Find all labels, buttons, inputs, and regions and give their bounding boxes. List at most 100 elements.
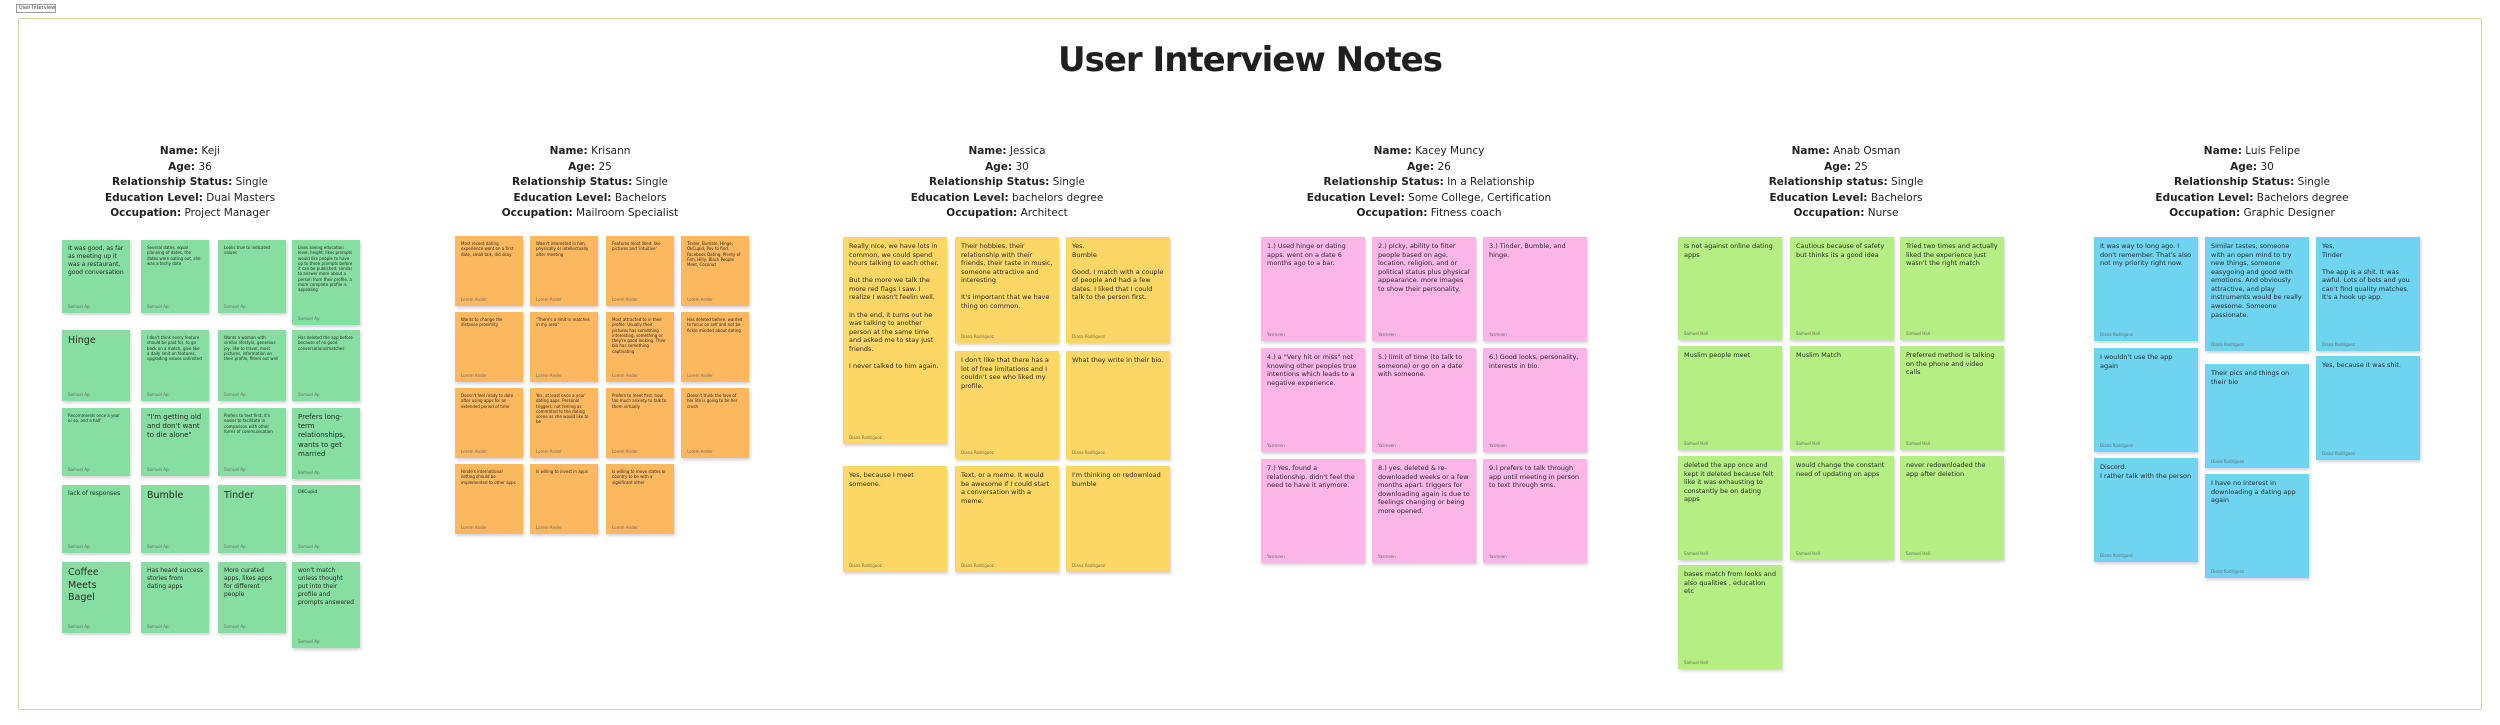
sticky-note[interactable]: 4.) a "Very hit or miss" not knowing oth… <box>1261 348 1365 452</box>
sticky-note[interactable]: Has heard success stories from dating ap… <box>141 562 209 633</box>
persona-field: Age: 25 <box>425 160 755 176</box>
sticky-note[interactable]: Yes, at least once a year dating apps. P… <box>530 388 598 458</box>
persona-field-label: Name: <box>549 145 588 157</box>
sticky-note[interactable]: Doesn't think the love of her life is go… <box>681 388 749 458</box>
sticky-note-text: 9.) prefers to talk through app until me… <box>1489 464 1580 490</box>
sticky-note[interactable]: It was good, as far as meeting up it was… <box>62 240 130 313</box>
sticky-note-author: Samuel Ap <box>68 467 90 472</box>
sticky-note[interactable]: Has deleted the app before because of no… <box>292 330 360 401</box>
sticky-note[interactable]: It was way to long ago. I don't remember… <box>2094 237 2198 341</box>
sticky-note[interactable]: Cautious because of safety but thinks it… <box>1790 237 1894 340</box>
sticky-note[interactable]: Really nice, we have lots in common, we … <box>843 237 947 444</box>
sticky-note-text: I have no interest in downloading a dati… <box>2211 479 2296 505</box>
sticky-note[interactable]: More curated apps, likes apps for differ… <box>218 562 286 633</box>
sticky-note[interactable]: won't match unless thought put into thei… <box>292 562 360 648</box>
sticky-note[interactable]: Most recent dating experience went on a … <box>455 236 523 306</box>
sticky-note[interactable]: Hinde's international setting should be … <box>455 464 523 534</box>
sticky-note[interactable]: deleted the app once and kept it deleted… <box>1678 456 1782 560</box>
persona-field: Relationship Status: Single <box>425 175 755 191</box>
sticky-note-author: Lorem Ander <box>687 373 713 378</box>
sticky-note[interactable]: 8.) yes, deleted & re-downloaded weeks o… <box>1372 459 1476 563</box>
sticky-note-author: Samuel Ap <box>147 304 169 309</box>
persona-field-label: Education Level: <box>1306 191 1405 204</box>
sticky-note[interactable]: Their hobbies, their relationship with t… <box>955 237 1059 343</box>
persona-field-value: 25 <box>1851 160 1868 173</box>
sticky-note[interactable]: 9.) prefers to talk through app until me… <box>1483 459 1587 563</box>
sticky-note[interactable]: Is willing to move states or country to … <box>606 464 674 534</box>
sticky-note-author: Lorem Ander <box>461 373 487 378</box>
sticky-note[interactable]: 7.) Yes, found a relationship. didn't fe… <box>1261 459 1365 563</box>
sticky-note-author: Samuel Ap <box>298 544 320 549</box>
sticky-note[interactable]: 3.) Tinder, Bumble, and hinge.Yasmeen <box>1483 237 1587 341</box>
sticky-note[interactable]: Yes, because it was shit.Diana Rodriguez <box>2316 356 2420 460</box>
sticky-note[interactable]: "I'm getting old and don't want to die a… <box>141 408 209 476</box>
sticky-note[interactable]: Has deleted before, wanted to focus on s… <box>681 312 749 382</box>
sticky-note[interactable]: would change the constant need of updati… <box>1790 456 1894 560</box>
persona-field-label: Relationship Status: <box>512 176 633 188</box>
sticky-note-author: Yasmeen <box>1378 554 1396 559</box>
sticky-note[interactable]: Tinder, Bumble, Hinge, OkCupid, Pov to f… <box>681 236 749 306</box>
sticky-note[interactable]: Wants a woman with similar lifestyle, ge… <box>218 330 286 401</box>
sticky-note-text: Muslim people meet <box>1684 351 1751 359</box>
sticky-note[interactable]: Text, or a meme. It would be awesome if … <box>955 466 1059 572</box>
sticky-note-text: Hinde's international setting should be … <box>461 469 516 485</box>
sticky-note[interactable]: Doesn't feel ready to date after using a… <box>455 388 523 458</box>
sticky-note[interactable]: Wasn't interested in him, physically or … <box>530 236 598 306</box>
sticky-note-text: Likes seeing education level, height, li… <box>298 245 353 293</box>
sticky-note[interactable]: Yes, Tinder The app is a shit. It was aw… <box>2316 237 2420 351</box>
sticky-note[interactable]: I don't think every feature should be pa… <box>141 330 209 401</box>
sticky-note-author: Lorem Ander <box>461 449 487 454</box>
sticky-note[interactable]: "There's a limit in matches in my area"L… <box>530 312 598 382</box>
persona-field-value: Single <box>1887 176 1924 188</box>
sticky-note[interactable]: 1.) Used hinge or dating apps. went on a… <box>1261 237 1365 341</box>
sticky-note-author: Yasmeen <box>1267 332 1285 337</box>
sticky-note[interactable]: Recommends once a year or so, and a half… <box>62 408 130 476</box>
sticky-note[interactable]: What they write in their bio.Diana Rodri… <box>1066 351 1170 459</box>
sticky-note[interactable]: Prefers long-term relationships, wants t… <box>292 408 360 479</box>
persona-field-value: Single <box>232 176 268 188</box>
sticky-note[interactable]: Prefers to text first, it's easier to fa… <box>218 408 286 476</box>
sticky-note[interactable]: Features most liked: like pictures and '… <box>606 236 674 306</box>
sticky-note[interactable]: Similar tastes, someone with an open min… <box>2205 237 2309 351</box>
sticky-note[interactable]: I have no interest in downloading a dati… <box>2205 474 2309 578</box>
persona-field: Relationship status: Single <box>1681 175 2011 191</box>
persona-field: Occupation: Architect <box>842 206 1172 222</box>
sticky-note[interactable]: 5.) limit of time (to talk to someone) o… <box>1372 348 1476 452</box>
sticky-note[interactable]: Likes seeing education level, height, li… <box>292 240 360 325</box>
sticky-note-author: Samuel Ap <box>224 624 246 629</box>
sticky-note[interactable]: Preferred method is talking on the phone… <box>1900 346 2004 450</box>
sticky-note[interactable]: 6.) Good looks, personality, interests i… <box>1483 348 1587 452</box>
sticky-note-author: Diana Rodriguez <box>2211 459 2244 464</box>
persona-field: Occupation: Graphic Designer <box>2087 206 2417 222</box>
sticky-note[interactable]: I don't like that there has a lot of fre… <box>955 351 1059 459</box>
sticky-note[interactable]: Prefers to meet first, how too much anxi… <box>606 388 674 458</box>
sticky-note[interactable]: Most attracted to in their profile: Usua… <box>606 312 674 382</box>
sticky-note[interactable]: bases match from looks and also qualitie… <box>1678 565 1782 669</box>
sticky-note[interactable]: Tried two times and actually liked the e… <box>1900 237 2004 340</box>
board-tab-label[interactable]: User Interviews <box>16 4 56 13</box>
sticky-note[interactable]: Several dates, equal planning of dates, … <box>141 240 209 313</box>
sticky-note[interactable]: Yes. Bumble Good, I match with a couple … <box>1066 237 1170 343</box>
sticky-note-author: Samuel Ap <box>298 470 320 475</box>
sticky-note[interactable]: never redownloaded the app after deletio… <box>1900 456 2004 560</box>
sticky-note[interactable]: Yes, because I meet someone.Diana Rodrig… <box>843 466 947 572</box>
sticky-note[interactable]: 2.) picky, ability to filter people base… <box>1372 237 1476 341</box>
